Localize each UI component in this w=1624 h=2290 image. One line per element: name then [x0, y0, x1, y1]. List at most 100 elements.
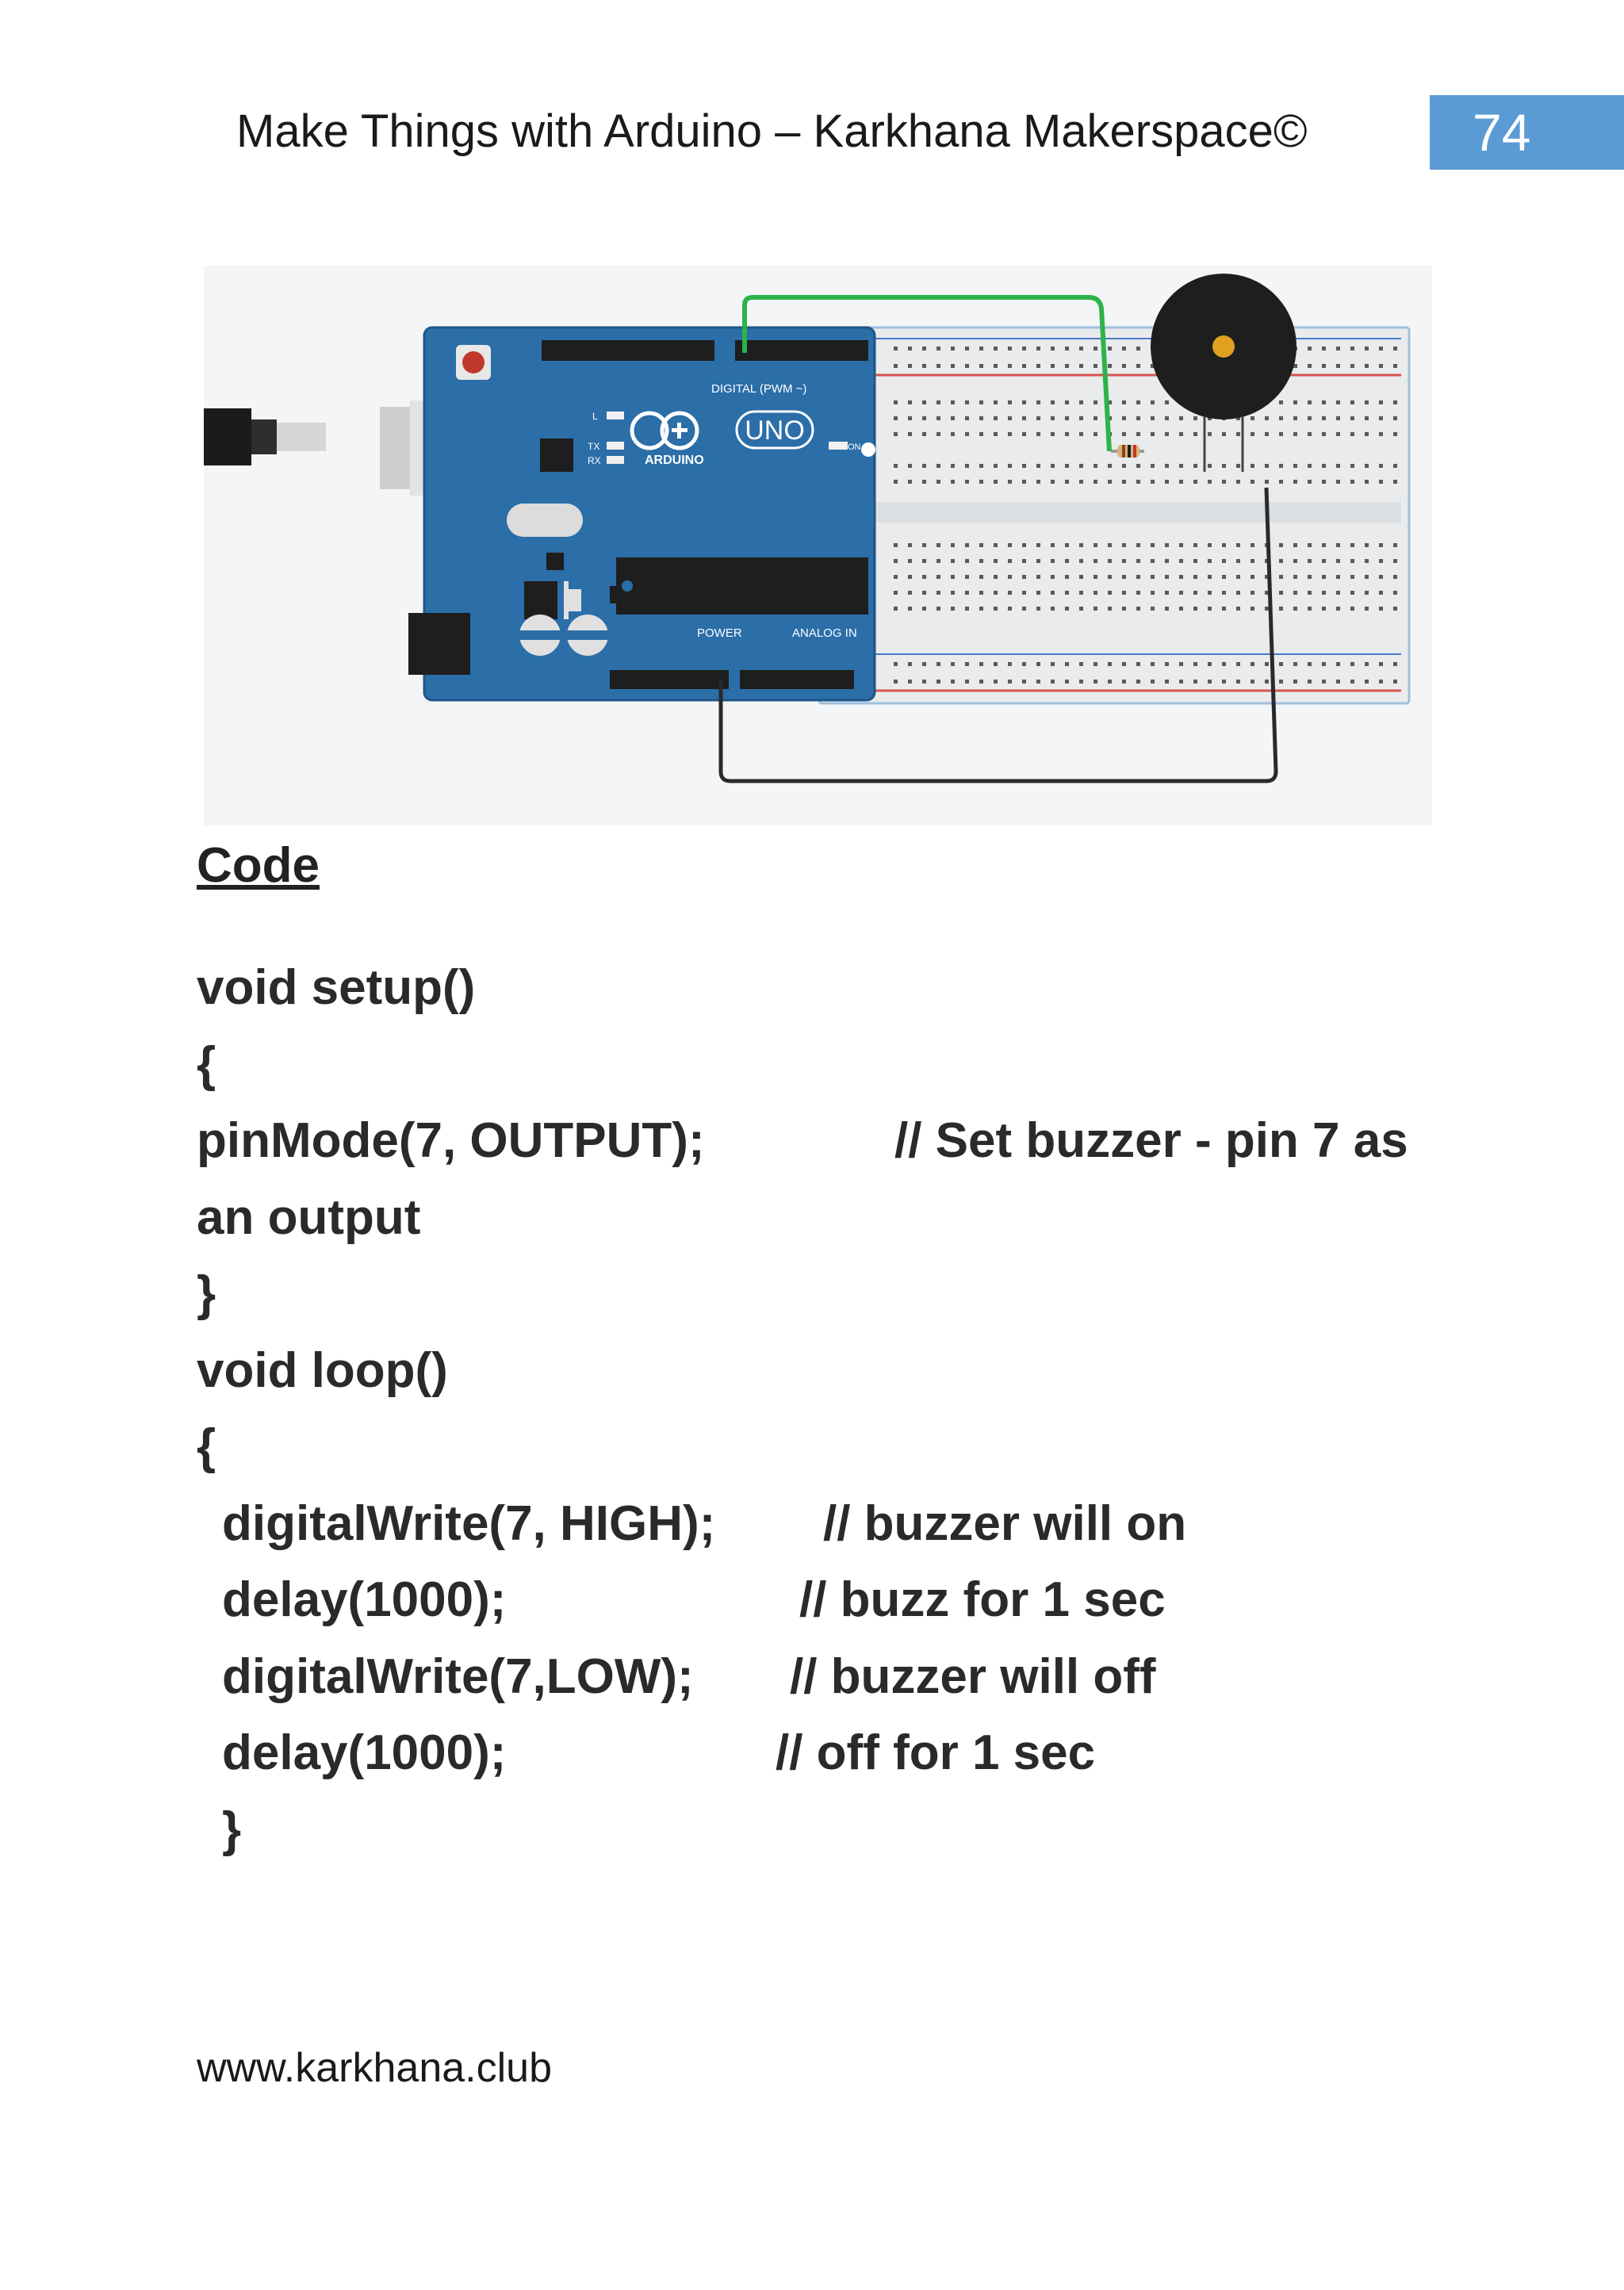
breadboard-hole — [1036, 559, 1040, 563]
breadboard-hole — [894, 432, 898, 436]
breadboard-hole — [1151, 591, 1155, 595]
breadboard-hole — [1379, 416, 1383, 420]
breadboard-center-channel — [830, 502, 1401, 523]
breadboard-hole — [1151, 559, 1155, 563]
breadboard-hole — [1379, 480, 1383, 484]
breadboard-hole — [1094, 662, 1097, 666]
page-number: 74 — [1430, 95, 1624, 170]
breadboard-hole — [965, 464, 969, 468]
breadboard-hole — [1108, 464, 1112, 468]
breadboard-hole — [1393, 575, 1397, 579]
breadboard-hole — [1293, 662, 1297, 666]
breadboard-hole — [1365, 400, 1369, 404]
breadboard-hole — [1165, 432, 1169, 436]
breadboard-hole — [922, 591, 926, 595]
code-statement: an output — [197, 1189, 421, 1245]
footer-website: www.karkhana.club — [197, 2045, 552, 2091]
breadboard-hole — [979, 347, 983, 350]
breadboard-hole — [979, 464, 983, 468]
breadboard-hole — [1222, 607, 1226, 611]
breadboard-hole — [1279, 680, 1283, 684]
code-comment: // buzzer will off — [790, 1649, 1156, 1704]
breadboard-hole — [1165, 575, 1169, 579]
breadboard-hole — [922, 575, 926, 579]
breadboard-hole — [1393, 416, 1397, 420]
breadboard-hole — [1051, 607, 1055, 611]
breadboard-hole — [979, 591, 983, 595]
breadboard-hole — [894, 607, 898, 611]
breadboard-hole — [1094, 432, 1097, 436]
breadboard-hole — [1179, 416, 1183, 420]
breadboard-hole — [1065, 464, 1069, 468]
breadboard-hole — [1022, 400, 1026, 404]
breadboard-hole — [1193, 575, 1197, 579]
breadboard-hole — [1022, 432, 1026, 436]
breadboard-hole — [1051, 416, 1055, 420]
breadboard-hole — [894, 347, 898, 350]
breadboard-hole — [922, 347, 926, 350]
breadboard-hole — [1193, 416, 1197, 420]
breadboard-hole — [908, 559, 912, 563]
breadboard-hole — [1379, 543, 1383, 547]
breadboard-hole — [1279, 543, 1283, 547]
breadboard-hole — [1008, 662, 1012, 666]
breadboard-hole — [994, 575, 998, 579]
breadboard-hole — [1065, 543, 1069, 547]
breadboard-hole — [965, 364, 969, 368]
breadboard-hole — [1151, 416, 1155, 420]
breadboard-hole — [1193, 662, 1197, 666]
breadboard-hole — [1165, 680, 1169, 684]
breadboard-hole — [994, 347, 998, 350]
breadboard-hole — [994, 464, 998, 468]
breadboard-hole — [1365, 680, 1369, 684]
breadboard-hole — [1279, 662, 1283, 666]
breadboard-hole — [1365, 662, 1369, 666]
breadboard-hole — [1193, 480, 1197, 484]
breadboard-hole — [965, 591, 969, 595]
breadboard-hole — [1350, 400, 1354, 404]
breadboard-hole — [1122, 416, 1126, 420]
breadboard-hole — [1365, 416, 1369, 420]
breadboard-hole — [1251, 464, 1254, 468]
breadboard-hole — [1022, 591, 1026, 595]
breadboard-hole — [1036, 464, 1040, 468]
breadboard-hole — [1208, 543, 1212, 547]
breadboard-hole — [1350, 347, 1354, 350]
breadboard-hole — [1336, 416, 1340, 420]
breadboard-hole — [1065, 480, 1069, 484]
breadboard-hole — [1193, 591, 1197, 595]
breadboard-hole — [1251, 559, 1254, 563]
code-statement: } — [222, 1802, 242, 1857]
breadboard-hole — [1108, 575, 1112, 579]
breadboard-hole — [1251, 680, 1254, 684]
usb-plug — [251, 419, 277, 454]
breadboard-hole — [1265, 464, 1269, 468]
code-line: digitalWrite(7,LOW); // buzzer will off — [197, 1639, 1434, 1716]
l-label: L — [592, 411, 598, 422]
breadboard-hole — [1193, 607, 1197, 611]
breadboard-hole — [1022, 662, 1026, 666]
breadboard-hole — [1022, 575, 1026, 579]
breadboard-hole — [1051, 591, 1055, 595]
breadboard-hole — [1036, 347, 1040, 350]
crystal — [507, 504, 583, 537]
breadboard-hole — [1308, 591, 1312, 595]
breadboard-hole — [922, 680, 926, 684]
breadboard-hole — [994, 400, 998, 404]
breadboard-hole — [994, 680, 998, 684]
breadboard-hole — [1022, 347, 1026, 350]
breadboard-hole — [951, 543, 955, 547]
breadboard-hole — [1379, 347, 1383, 350]
breadboard-hole — [1393, 364, 1397, 368]
breadboard-hole — [951, 347, 955, 350]
breadboard-hole — [1222, 432, 1226, 436]
breadboard-hole — [1322, 347, 1326, 350]
breadboard-hole — [951, 662, 955, 666]
breadboard-hole — [1208, 480, 1212, 484]
breadboard-hole — [1350, 575, 1354, 579]
breadboard-hole — [1051, 464, 1055, 468]
breadboard-hole — [908, 347, 912, 350]
breadboard-hole — [1079, 432, 1083, 436]
breadboard-hole — [908, 662, 912, 666]
breadboard-hole — [1322, 591, 1326, 595]
